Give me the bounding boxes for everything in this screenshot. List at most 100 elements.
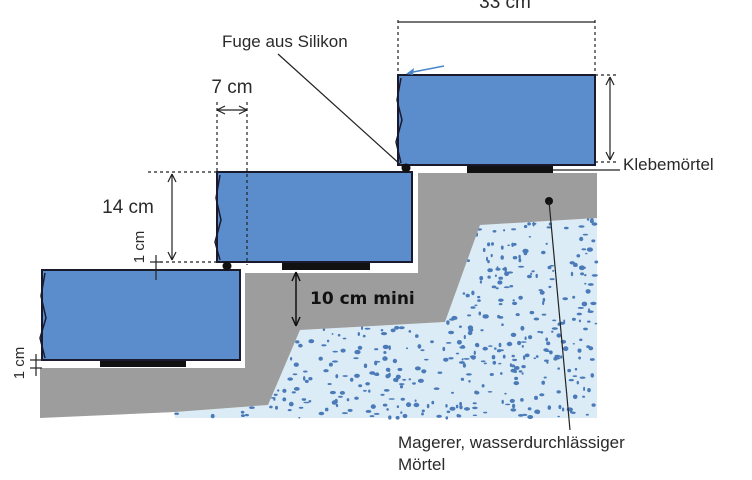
gravel-dot	[538, 289, 543, 292]
gravel-dot	[481, 384, 485, 388]
gravel-dot	[523, 224, 528, 229]
gravel-dot	[293, 387, 300, 391]
gravel-dot	[460, 377, 465, 381]
gravel-dot	[430, 340, 434, 344]
lean-mortar-label-line1: Magerer, wasserdurchlässiger	[398, 433, 625, 452]
gravel-dot	[498, 276, 504, 280]
gravel-dot	[563, 346, 569, 352]
gravel-dot	[340, 348, 346, 353]
gravel-dot	[558, 404, 562, 410]
gravel-dot	[413, 402, 420, 408]
gravel-dot	[335, 374, 339, 379]
gravel-dot	[528, 236, 532, 238]
gravel-dot	[492, 360, 497, 365]
gravel-dot	[581, 301, 588, 307]
gravel-dot	[240, 410, 245, 414]
gravel-dot	[590, 217, 594, 222]
gravel-dot	[473, 350, 476, 355]
gravel-dot	[382, 344, 389, 350]
gravel-dot	[466, 259, 470, 262]
gravel-dot	[487, 275, 491, 279]
gravel-dot	[426, 403, 430, 409]
joint-leader-line	[277, 53, 403, 167]
gravel-dot	[496, 266, 499, 271]
dimension-gap-lower	[30, 354, 42, 376]
gravel-dot	[498, 303, 503, 306]
gravel-dot	[562, 297, 568, 301]
gravel-dot	[534, 395, 538, 400]
gravel-dot	[303, 376, 306, 381]
gravel-dot	[497, 280, 503, 285]
gravel-dot	[373, 412, 380, 415]
gravel-dot	[327, 383, 332, 385]
gravel-dot	[433, 387, 440, 391]
gravel-dot	[287, 377, 294, 381]
gravel-dot	[463, 358, 470, 360]
gravel-dot	[273, 398, 276, 401]
gravel-dot	[331, 333, 334, 335]
height-label: 14 cm	[102, 197, 154, 218]
gravel-dot	[585, 252, 588, 255]
gravel-dot	[394, 325, 400, 330]
gravel-dot	[308, 400, 312, 403]
gravel-dot	[542, 300, 545, 306]
gravel-dot	[293, 362, 299, 367]
gravel-dot	[492, 230, 497, 233]
gravel-dot	[463, 334, 466, 340]
gravel-dot	[520, 398, 524, 402]
gravel-dot	[579, 236, 584, 242]
gravel-dot	[467, 314, 472, 317]
gravel-dot	[495, 287, 499, 290]
gravel-dot	[451, 391, 454, 394]
gravel-dot	[318, 356, 323, 361]
gravel-dot	[392, 358, 398, 364]
min-label: 10 cm mini	[310, 289, 415, 309]
gravel-dot	[470, 306, 476, 309]
gravel-dot	[513, 369, 517, 374]
gravel-dot	[504, 392, 507, 395]
gravel-dot	[471, 290, 475, 296]
gravel-dot	[357, 345, 363, 350]
gravel-dot	[269, 405, 273, 409]
gravel-dot	[507, 271, 514, 274]
gravel-dot	[579, 338, 583, 342]
gravel-dot	[290, 357, 293, 361]
gravel-dot	[474, 391, 480, 395]
gravel-dot	[511, 228, 517, 231]
gravel-dot	[436, 414, 442, 418]
gravel-dot	[581, 248, 587, 251]
gravel-dot	[380, 393, 385, 396]
gravel-dot	[548, 285, 552, 289]
overhang-label: 7 cm	[211, 77, 252, 98]
gravel-dot	[483, 362, 487, 365]
gravel-dot	[405, 347, 409, 350]
gravel-dot	[388, 398, 395, 400]
gravel-dot	[512, 256, 518, 260]
gravel-dot	[503, 286, 510, 289]
gravel-dot	[517, 340, 522, 346]
gravel-dot	[374, 348, 379, 351]
gravel-dot	[579, 376, 586, 379]
gravel-dot	[402, 378, 407, 381]
gravel-dot	[486, 256, 488, 262]
gravel-dot	[591, 222, 598, 226]
gravel-dot	[576, 254, 581, 258]
gravel-dot	[480, 360, 486, 363]
gravel-dot	[244, 413, 249, 417]
gravel-dot	[507, 244, 510, 247]
gravel-dot	[501, 399, 504, 404]
gravel-dot	[533, 317, 540, 321]
gravel-dot	[510, 332, 517, 337]
gravel-dot	[586, 345, 591, 348]
gravel-dot	[487, 242, 491, 247]
gravel-dot	[511, 301, 518, 306]
gravel-dot	[386, 408, 389, 411]
gravel-dot	[273, 393, 278, 396]
gravel-dot	[469, 355, 476, 359]
gravel-dot	[491, 242, 494, 246]
gravel-dot	[578, 319, 582, 323]
gravel-dot	[569, 261, 575, 265]
gravel-dots	[174, 217, 599, 420]
gravel-dot	[571, 411, 576, 414]
